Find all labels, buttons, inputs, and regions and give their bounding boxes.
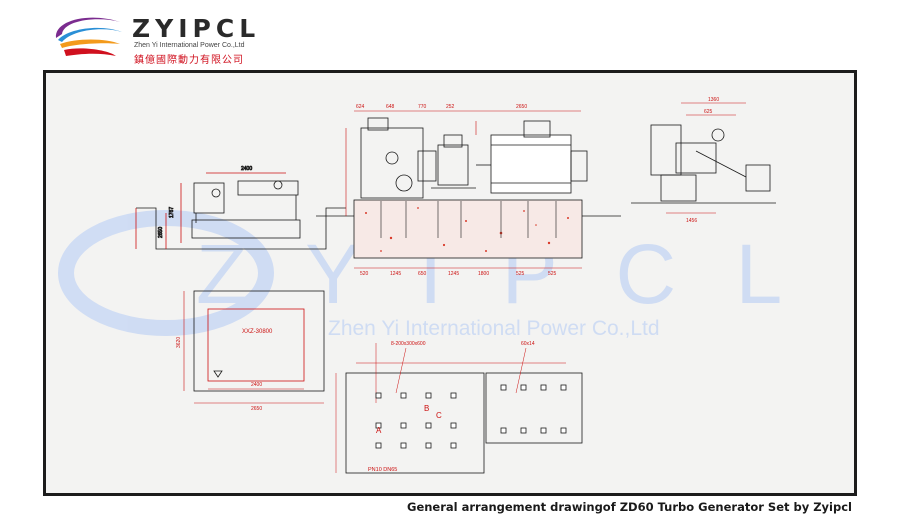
- dim-end-offset: 625: [704, 109, 713, 115]
- dim-top-3: 770: [418, 104, 427, 110]
- general-arrangement-drawing: Z Y I P C L Zhen Yi International Power …: [58, 97, 782, 474]
- dim-bottom-5: 1800: [478, 271, 489, 277]
- swirl-logo-icon: [55, 17, 122, 56]
- brand-chinese-name: 鎮億國際動力有限公司: [134, 55, 244, 66]
- dim-bottom-3: 650: [418, 271, 427, 277]
- label-point-b: B: [424, 404, 429, 413]
- dim-bottom-6: 525: [516, 271, 525, 277]
- brand-name: ZYIPCL: [132, 14, 261, 43]
- dim-top-2: 648: [386, 104, 395, 110]
- dim-pit-outer: 2650: [251, 406, 262, 412]
- dim-bottom-2: 1245: [390, 271, 401, 277]
- dim-cooler-depth: 2650: [158, 227, 164, 238]
- dim-cooler-height: 1767: [169, 207, 175, 218]
- label-pit-model: XXZ-30800: [242, 329, 273, 335]
- label-point-a: A: [376, 426, 382, 435]
- dim-pit-inner: 2400: [251, 382, 262, 388]
- dim-bottom-4: 1245: [448, 271, 459, 277]
- dim-top-total: 2650: [516, 104, 527, 110]
- label-bolt-size: 8-200x300x600: [391, 341, 426, 347]
- dim-end-width: 1360: [708, 97, 719, 103]
- dim-top-1: 624: [356, 104, 365, 110]
- company-logo: ZYIPCL Zhen Yi International Power Co.,L…: [50, 12, 290, 66]
- label-bolt-spacing: 60x14: [521, 341, 535, 347]
- watermark-subtitle: Zhen Yi International Power Co.,Ltd: [328, 317, 660, 340]
- dim-bottom-1: 520: [360, 271, 369, 277]
- dim-pit-height: 3620: [176, 337, 182, 348]
- dim-end-base: 1456: [686, 218, 697, 224]
- bottom-dimension-row: 520 1245 650 1245 1800 525 525: [360, 271, 557, 277]
- dim-top-4: 252: [446, 104, 455, 110]
- label-pipe-spec: PN10 DN65: [368, 467, 397, 473]
- dim-cooler-width: 2400: [241, 166, 252, 172]
- dim-bottom-7: 525: [548, 271, 557, 277]
- brand-subtitle: Zhen Yi International Power Co.,Ltd: [134, 42, 245, 49]
- pit-plan: XXZ-30800 2400 2650 3620: [176, 290, 325, 412]
- cooler-elevation: 2400 1767 2650: [135, 166, 346, 250]
- end-view: 1360 625 1456: [631, 97, 776, 224]
- foundation-plan: 8-200x300x600 60x14 PN10 DN65 A B C: [335, 341, 583, 474]
- label-point-c: C: [436, 411, 442, 420]
- drawing-frame: Z Y I P C L Zhen Yi International Power …: [43, 70, 857, 496]
- turbo-generator-elevation: 624 648 770 252 2650 520 1245 650 1245 1…: [316, 104, 621, 277]
- drawing-caption: General arrangement drawingof ZD60 Turbo…: [407, 500, 852, 514]
